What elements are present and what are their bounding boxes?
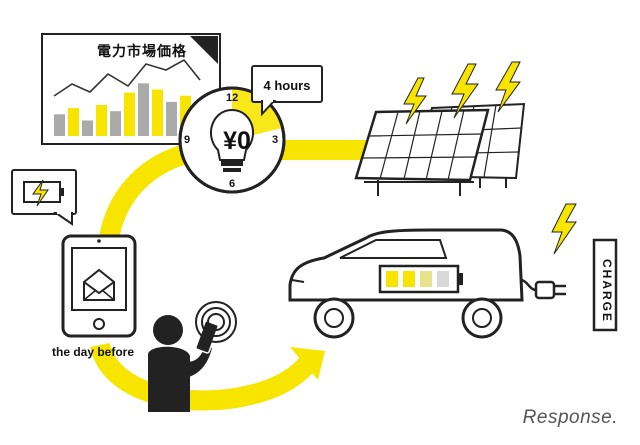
- chart-bar: [82, 121, 93, 137]
- price-label: ¥0: [212, 127, 262, 156]
- clock-label-3: 3: [272, 134, 278, 146]
- battery-cell: [420, 271, 432, 287]
- market-chart-title: 電力市場価格: [72, 41, 212, 61]
- clock-label-9: 9: [184, 134, 190, 146]
- chart-bar: [152, 90, 163, 137]
- battery-bubble: [12, 170, 76, 224]
- chart-bar: [138, 83, 149, 136]
- chart-bar: [96, 105, 107, 136]
- hours-label: 4 hours: [256, 78, 318, 93]
- clock-label-6: 6: [229, 178, 235, 190]
- car-battery-icon: [380, 266, 463, 292]
- solar-panel-front: [356, 110, 488, 196]
- battery-cell: [386, 271, 398, 287]
- tablet: [63, 236, 135, 336]
- chart-bar: [110, 111, 121, 136]
- bolt-icon: [552, 204, 576, 254]
- battery-cell: [403, 271, 415, 287]
- chart-bar: [124, 93, 135, 136]
- charging-plug: [522, 280, 566, 298]
- signal-icon: [196, 302, 236, 342]
- clock-label-12: 12: [226, 92, 238, 104]
- chart-bar: [54, 114, 65, 136]
- chart-bar: [166, 102, 177, 136]
- electric-car: [290, 230, 522, 337]
- battery-cell: [437, 271, 449, 287]
- day-before-label: the day before: [52, 345, 134, 359]
- watermark: Response.: [523, 407, 618, 429]
- charge-label: CHARGE: [600, 256, 614, 326]
- chart-bar: [68, 108, 79, 136]
